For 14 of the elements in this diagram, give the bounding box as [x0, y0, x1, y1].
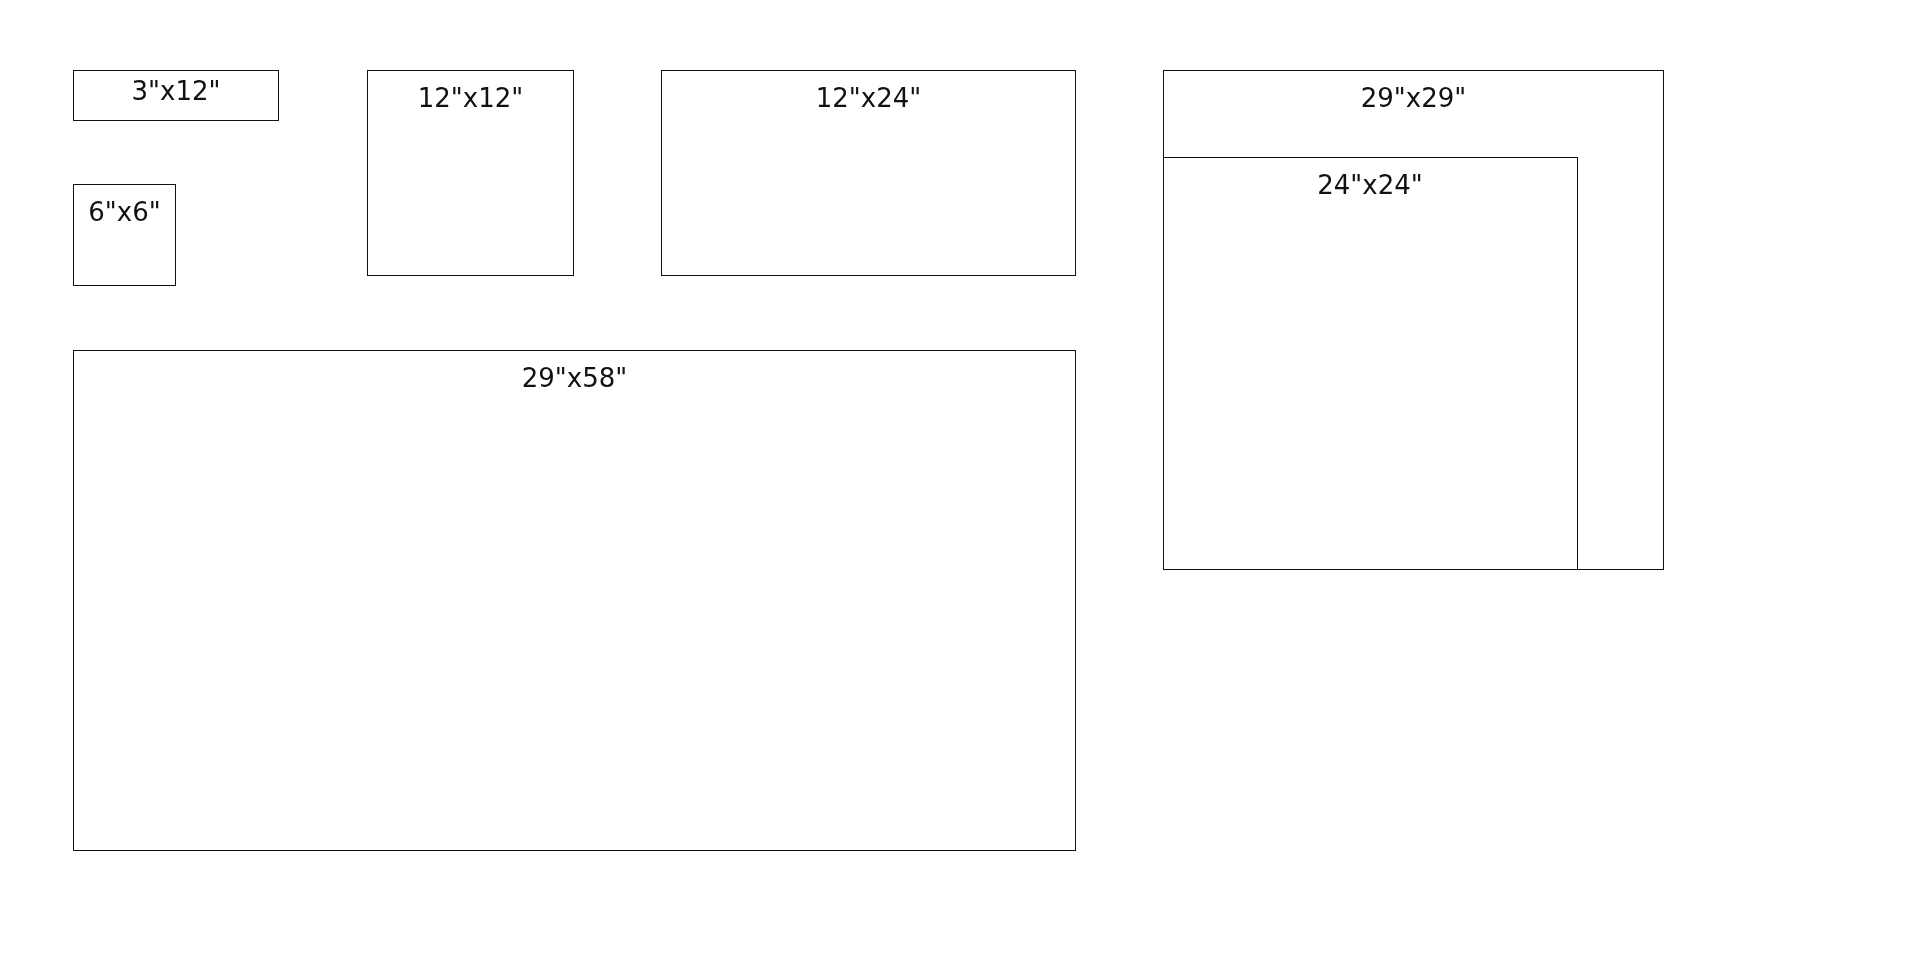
size-label: 3"x12": [130, 78, 222, 104]
size-rectangle: [1162, 156, 1578, 570]
size-rectangle: [1163, 70, 1664, 570]
size-rectangle: [661, 70, 1076, 276]
size-rectangle: [73, 70, 279, 121]
size-rectangle: [73, 350, 1076, 851]
size-rectangle: [367, 70, 574, 276]
size-label: 12"x12": [416, 85, 525, 111]
size-label: 12"x24": [814, 85, 923, 111]
size-label: 6"x6": [87, 199, 162, 225]
size-label: 24"x24": [1316, 171, 1424, 198]
size-label: 29"x29": [1359, 85, 1468, 111]
size-rectangle: [73, 184, 176, 286]
size-label: 29"x58": [520, 365, 629, 391]
